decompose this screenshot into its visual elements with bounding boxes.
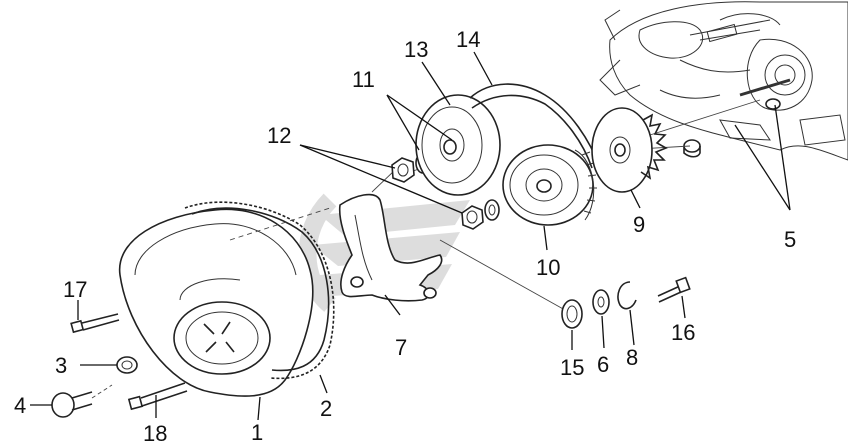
oil-seal — [561, 299, 583, 329]
drive-face — [591, 107, 668, 193]
dowel-pin — [683, 139, 701, 158]
callout-9: 9 — [633, 212, 645, 237]
plug — [116, 356, 138, 374]
callout-17: 17 — [63, 277, 87, 302]
bracket — [338, 193, 443, 302]
nut-12-upper — [391, 157, 415, 183]
bolt-16 — [657, 276, 691, 303]
callout-6: 6 — [597, 352, 609, 377]
callout-7: 7 — [395, 335, 407, 360]
drain-plug — [51, 384, 113, 418]
callout-16: 16 — [671, 320, 695, 345]
callout-15: 15 — [560, 355, 584, 380]
callout-1: 1 — [251, 420, 263, 445]
circlip — [617, 281, 637, 310]
callout-8: 8 — [626, 345, 638, 370]
callout-13: 13 — [404, 37, 428, 62]
callout-numbers: 1 2 3 4 5 6 7 8 9 10 11 12 13 14 15 16 1… — [14, 27, 796, 445]
gasket — [184, 201, 335, 380]
callout-11: 11 — [352, 67, 375, 92]
washer-11-lower — [484, 199, 500, 221]
leader-lines — [30, 51, 791, 421]
callout-18: 18 — [143, 421, 167, 445]
callout-5: 5 — [784, 227, 796, 252]
outer-cover — [118, 208, 314, 397]
callout-4: 4 — [14, 393, 26, 418]
callout-2: 2 — [320, 396, 332, 421]
callout-10: 10 — [536, 255, 560, 280]
callout-14: 14 — [456, 27, 480, 52]
bolt-18 — [127, 382, 188, 411]
clutch-assembly — [502, 144, 597, 226]
driven-pulley — [415, 94, 501, 196]
bolt-17 — [70, 313, 120, 334]
engine-block — [599, 1, 848, 161]
washer-6 — [592, 289, 610, 315]
callout-3: 3 — [55, 353, 67, 378]
nut-12-lower — [461, 205, 484, 230]
v-belt — [469, 83, 601, 169]
callout-12: 12 — [267, 123, 291, 148]
